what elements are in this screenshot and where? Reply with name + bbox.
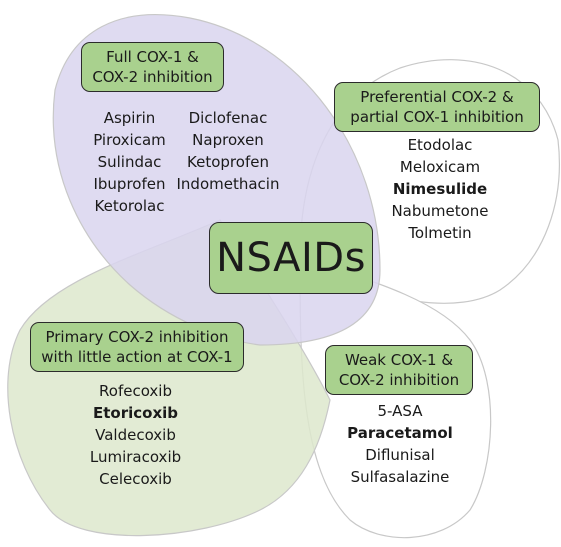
drug-item: Etoricoxib	[92, 404, 178, 422]
drug-list-primary-cox2: Rofecoxib Etoricoxib Valdecoxib Lumiraco…	[73, 380, 198, 490]
drug-item: 5-ASA	[377, 402, 423, 420]
drug-list-preferential-cox2: Etodolac Meloxicam Nimesulide Nabumetone…	[375, 134, 505, 244]
drug-item: Rofecoxib	[99, 382, 172, 400]
drug-item: Valdecoxib	[95, 426, 176, 444]
center-title-box: NSAIDs	[209, 222, 373, 294]
drug-list-full-inhibition-col1: Aspirin Piroxicam Sulindac Ibuprofen Ket…	[82, 107, 177, 217]
drug-item: Tolmetin	[408, 224, 472, 242]
drug-item: Lumiracoxib	[89, 448, 182, 466]
drug-item: Diclofenac	[188, 109, 268, 127]
group-label-line: Preferential COX-2 &	[360, 88, 514, 106]
drug-item: Nimesulide	[392, 180, 488, 198]
drug-list-weak-inhibition: 5-ASA Paracetamol Diflunisal Sulfasalazi…	[338, 400, 462, 488]
drug-item: Ibuprofen	[93, 175, 166, 193]
drug-item: Naproxen	[192, 131, 264, 149]
group-label-weak-inhibition: Weak COX-1 & COX-2 inhibition	[325, 345, 473, 395]
drug-item: Etodolac	[407, 136, 473, 154]
drug-item: Diflunisal	[365, 446, 435, 464]
drug-item: Aspirin	[103, 109, 156, 127]
drug-item: Ketoprofen	[187, 153, 269, 171]
center-title: NSAIDs	[216, 235, 366, 281]
group-label-preferential-cox2: Preferential COX-2 & partial COX-1 inhib…	[334, 82, 540, 132]
drug-list-full-inhibition-col2: Diclofenac Naproxen Ketoprofen Indometha…	[168, 107, 288, 195]
group-label-line: Full COX-1 &	[106, 48, 199, 66]
group-label-line: Weak COX-1 &	[344, 351, 454, 369]
group-label-full-inhibition: Full COX-1 & COX-2 inhibition	[81, 42, 224, 92]
group-label-line: with little action at COX-1	[41, 348, 233, 366]
drug-item: Meloxicam	[399, 158, 481, 176]
group-label-primary-cox2: Primary COX-2 inhibition with little act…	[30, 322, 244, 372]
group-label-line: COX-2 inhibition	[338, 371, 460, 389]
drug-item: Nabumetone	[391, 202, 489, 220]
drug-item: Piroxicam	[93, 131, 166, 149]
drug-item: Ketorolac	[94, 197, 165, 215]
drug-item: Indomethacin	[176, 175, 280, 193]
drug-item: Sulfasalazine	[350, 468, 450, 486]
drug-item: Celecoxib	[99, 470, 172, 488]
group-label-line: COX-2 inhibition	[92, 68, 213, 86]
group-label-line: partial COX-1 inhibition	[350, 108, 524, 126]
drug-item: Paracetamol	[347, 424, 453, 442]
group-label-line: Primary COX-2 inhibition	[45, 328, 229, 346]
drug-item: Sulindac	[97, 153, 162, 171]
